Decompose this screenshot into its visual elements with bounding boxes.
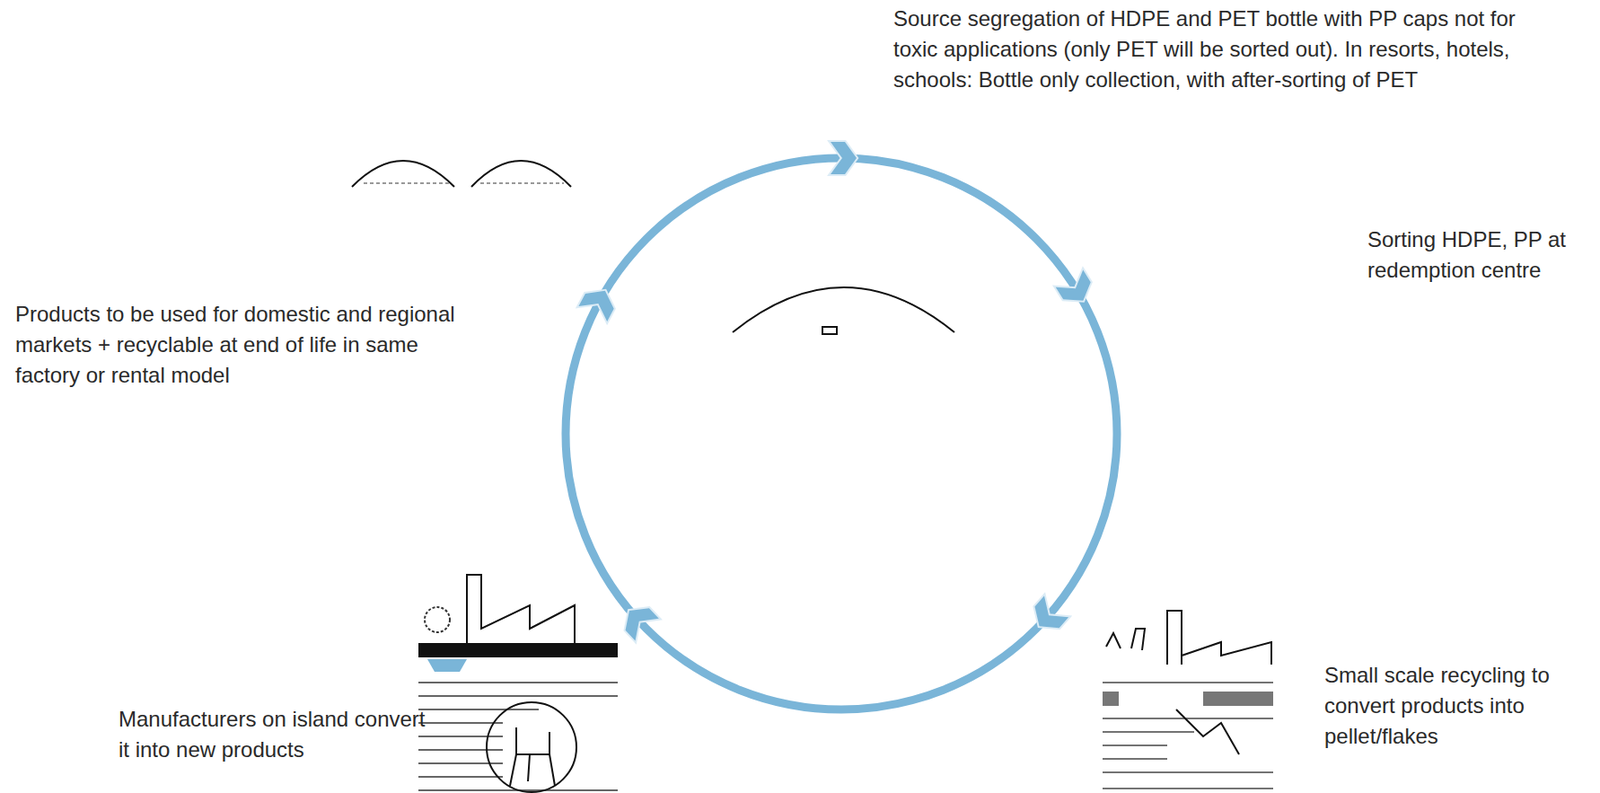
factory-band — [418, 642, 618, 658]
hopper-mark — [427, 659, 467, 672]
plant-roof — [1167, 610, 1272, 665]
stage-note: Manufacturers on island convert it into … — [118, 703, 429, 765]
plant-hatching — [1102, 682, 1274, 789]
cycle-arrowhead — [830, 141, 857, 175]
plant-mark — [1102, 691, 1119, 706]
dome-icon — [351, 160, 455, 187]
cycle-arrows — [578, 141, 1097, 641]
cycle-arrowhead — [1027, 596, 1069, 638]
pellet-cluster — [424, 606, 450, 633]
dome-base — [363, 182, 449, 185]
factory-icon — [418, 574, 618, 792]
recycling-plant-icon — [1102, 610, 1274, 789]
factory-roof — [466, 574, 575, 643]
dome-icon — [471, 160, 572, 187]
stage-note: Sorting HDPE, PP at redemption centre — [1367, 224, 1592, 286]
cycle-arrowhead — [617, 599, 660, 642]
stage-note: Small scale recycling to convert product… — [1324, 659, 1576, 752]
bottle-icons — [1106, 628, 1145, 651]
product-circle — [486, 702, 577, 792]
factory-hatching — [418, 682, 618, 791]
cycle-ring — [565, 158, 1117, 710]
dome-detail — [822, 326, 837, 335]
stage-note: Products to be used for domestic and reg… — [15, 298, 465, 391]
dome-icon — [732, 287, 955, 333]
chair-icon — [509, 727, 555, 786]
dome-base — [480, 182, 564, 185]
cycle-arrowhead — [578, 282, 619, 322]
plant-band — [1203, 691, 1274, 706]
conveyor-line — [1176, 709, 1240, 755]
cycle-arrowhead — [1055, 270, 1098, 310]
stage-note: Source segregation of HDPE and PET bottl… — [893, 3, 1540, 96]
